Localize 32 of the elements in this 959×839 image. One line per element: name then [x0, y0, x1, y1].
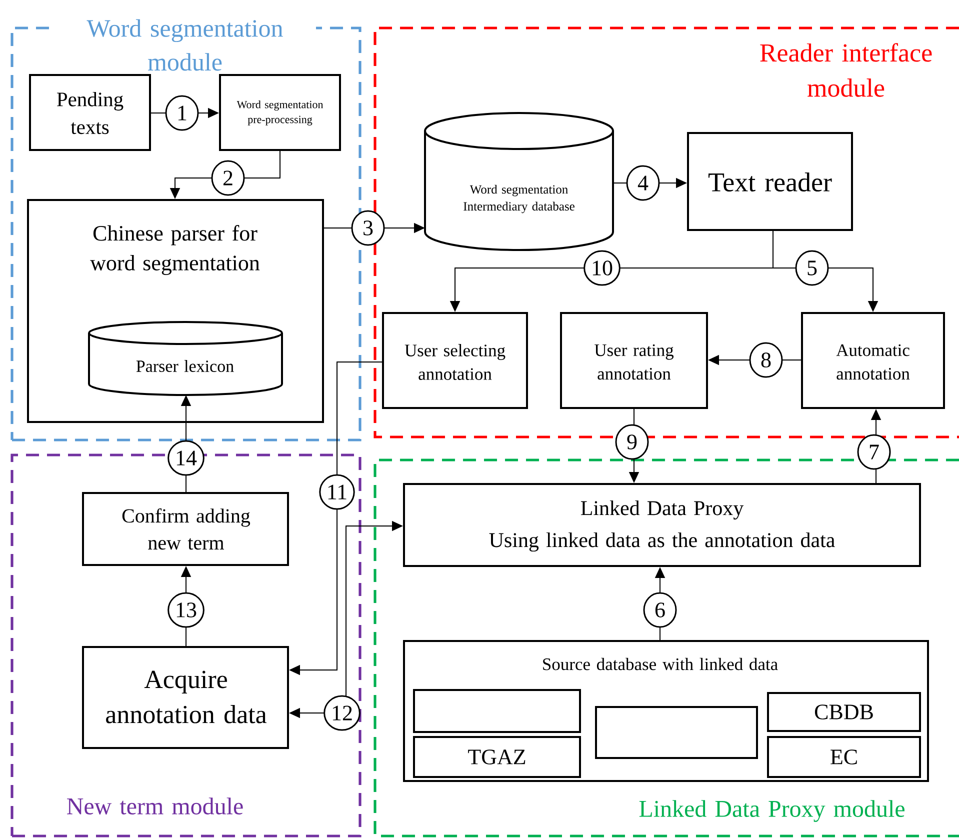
edge-label: 10: [584, 250, 620, 286]
database-cylinder: Parser lexicon: [88, 321, 283, 396]
process-box: Pending texts: [29, 74, 151, 151]
node-label: Word segmentation Intermediary database: [464, 184, 574, 214]
edge-label: 14: [168, 440, 204, 476]
edge-label: 8: [749, 342, 783, 378]
process-box: Linked Data Proxy Using linked data as the annotation data: [403, 483, 921, 567]
process-box: User selecting annotation: [382, 312, 528, 409]
process-box: Word segmentation pre-processing: [219, 74, 341, 151]
database-cylinder: Word segmentation Intermediary database: [424, 112, 614, 251]
process-box: User rating annotation: [560, 312, 708, 409]
source-box: TGAZ: [413, 736, 581, 778]
process-box: Text reader: [687, 132, 853, 231]
process-box: Confirm adding new term: [82, 492, 289, 566]
edge-label: 11: [319, 474, 355, 510]
edge-label: 9: [615, 424, 649, 460]
source-box: EC: [767, 736, 921, 778]
edge-label: 13: [168, 592, 204, 628]
process-box: Automatic annotation: [801, 312, 945, 409]
edge-label: 1: [165, 95, 199, 131]
source-box: CBDB: [767, 692, 921, 732]
node-label: Parser lexicon: [136, 360, 234, 372]
edge-label: 4: [626, 165, 660, 201]
edge-label: 6: [643, 592, 677, 628]
source-box: [595, 706, 758, 759]
source-box: [413, 689, 581, 733]
edge-label: 3: [351, 210, 385, 246]
process-box: Acquire annotation data: [82, 646, 289, 749]
edge-label: 5: [795, 250, 829, 286]
edge-label: 12: [324, 695, 360, 731]
edge-label: 7: [857, 434, 891, 470]
edge-label: 2: [211, 160, 245, 196]
